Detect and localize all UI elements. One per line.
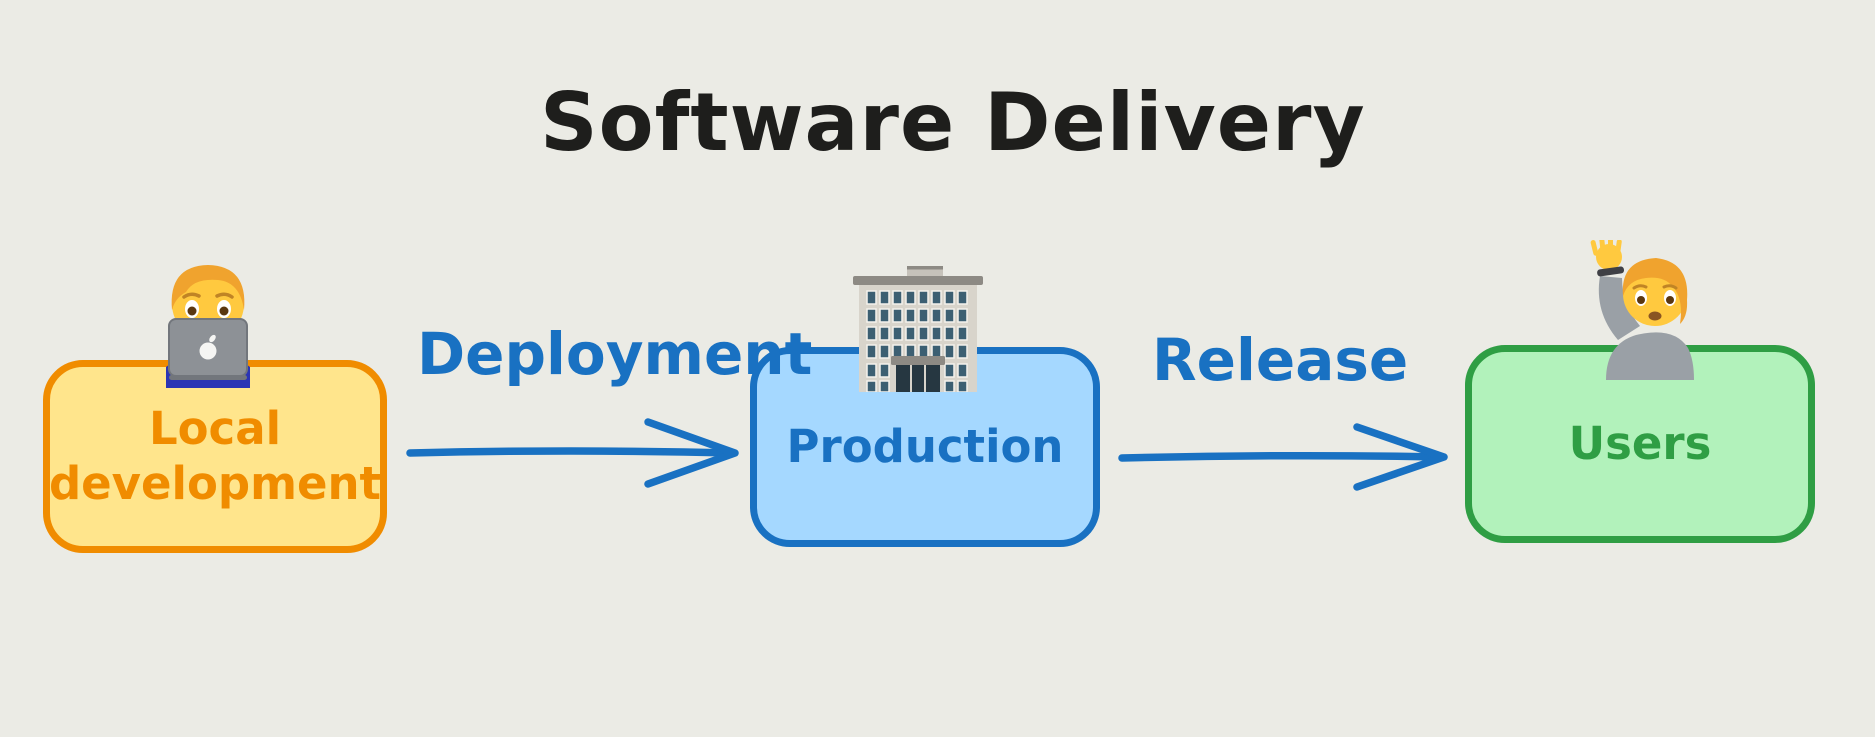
person-raising-hand-emoji-icon xyxy=(1578,237,1703,380)
technologist-emoji-icon xyxy=(148,252,268,388)
node-label-line: Local xyxy=(148,401,282,455)
edge-label-deployment[interactable]: Deployment xyxy=(417,320,813,388)
node-local-development[interactable]: Local development xyxy=(43,360,387,553)
node-label: Users xyxy=(1568,416,1712,470)
office-building-emoji-icon xyxy=(851,264,985,393)
node-label-line: development xyxy=(48,456,382,510)
edge-label-release[interactable]: Release xyxy=(1152,326,1409,394)
node-label: Production xyxy=(786,419,1064,473)
arrow-release[interactable] xyxy=(1112,413,1457,503)
diagram-title[interactable]: Software Delivery xyxy=(540,76,1366,169)
arrow-deployment[interactable] xyxy=(400,408,745,498)
